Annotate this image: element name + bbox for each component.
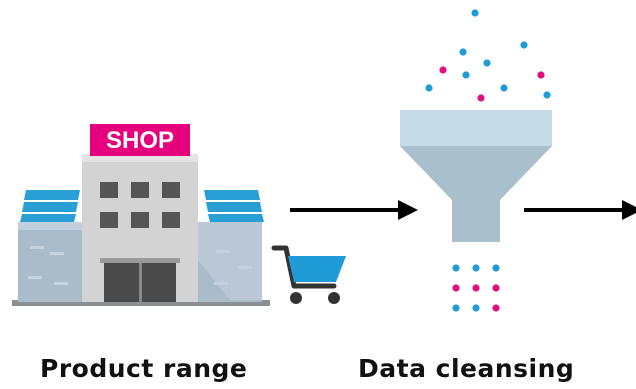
solar-panel-right-icon bbox=[204, 190, 264, 222]
product-range-label: Product range bbox=[40, 354, 248, 383]
funnel-icon bbox=[400, 9, 552, 312]
shop-building-icon: SHOP bbox=[12, 124, 270, 306]
arrow-right-icon-2 bbox=[524, 200, 636, 220]
data-dots-scattered bbox=[425, 9, 551, 102]
shop-sign-text: SHOP bbox=[106, 127, 174, 154]
data-cleansing-label: Data cleansing bbox=[358, 354, 575, 383]
shop-sign bbox=[90, 124, 190, 156]
data-dots-sorted bbox=[452, 264, 500, 312]
arrow-right-icon bbox=[290, 200, 418, 220]
solar-panel-left-icon bbox=[20, 190, 80, 222]
shopping-cart-icon bbox=[271, 245, 346, 304]
